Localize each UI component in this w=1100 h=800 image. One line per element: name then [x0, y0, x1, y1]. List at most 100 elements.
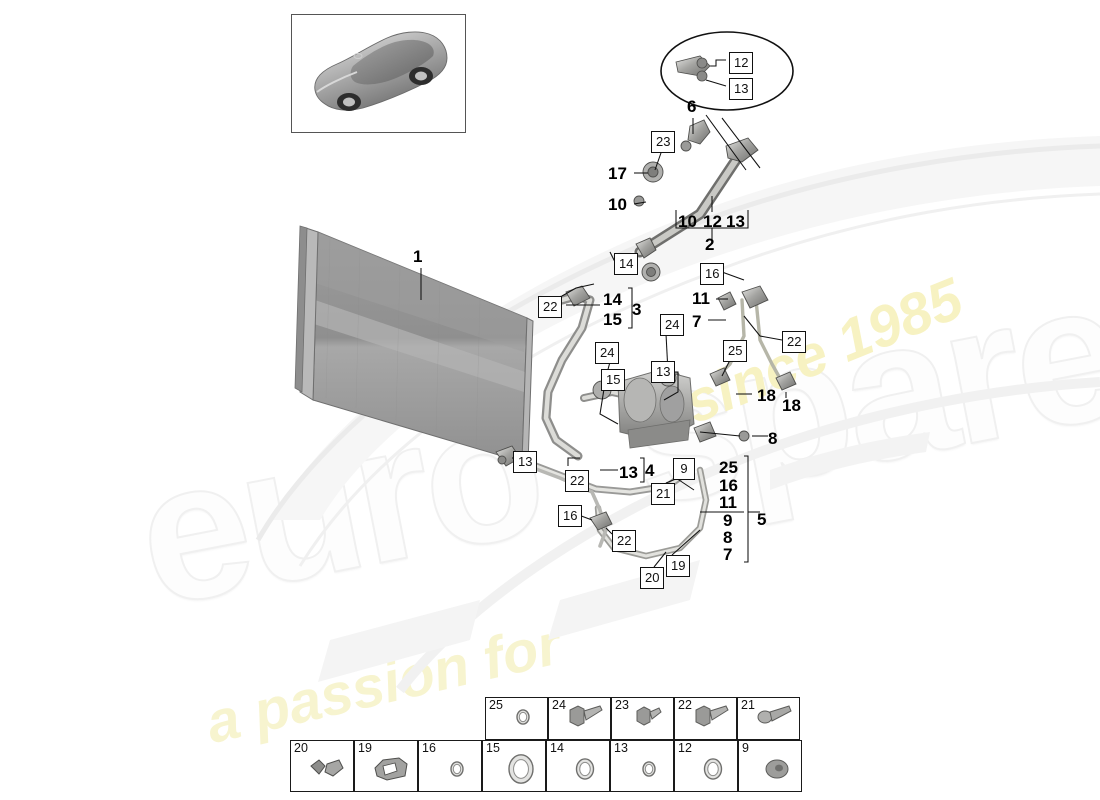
- legend-cell-13: 13: [610, 740, 674, 792]
- detail-ellipse: [660, 31, 794, 111]
- legend-cell-15: 15: [482, 740, 546, 792]
- grommet-icon: [765, 759, 789, 779]
- callout-number-10: 10: [608, 195, 627, 214]
- legend-number: 14: [550, 741, 564, 755]
- bubble-detail-part: [675, 55, 711, 82]
- o-ring-large-icon: [508, 754, 534, 784]
- callout-number-12: 12: [703, 212, 722, 231]
- legend-part-art: [625, 700, 669, 737]
- hex-bolt-short-icon: [636, 706, 662, 726]
- legend-cell-25: 25: [485, 697, 548, 740]
- boxed-callout-16: 16: [558, 505, 583, 527]
- callout-number-8: 8: [768, 429, 778, 448]
- legend-part-art: [369, 752, 413, 789]
- legend-number: 21: [741, 698, 755, 712]
- boxed-callout-19: 19: [666, 555, 691, 577]
- callout-number-1: 1: [413, 247, 423, 266]
- boxed-callout-22: 22: [538, 296, 563, 318]
- legend-part-art: [753, 752, 797, 789]
- vehicle-thumbnail-box: [291, 14, 466, 133]
- callout-number-6: 6: [687, 97, 697, 116]
- legend-part-art: [625, 752, 669, 789]
- legend-number: 23: [615, 698, 629, 712]
- boxed-callout-14: 14: [614, 253, 639, 275]
- boxed-callout-25: 25: [723, 340, 748, 362]
- legend-part-art: [751, 700, 795, 737]
- legend-cell-24: 24: [548, 697, 611, 740]
- legend-cell-21: 21: [737, 697, 800, 740]
- boxed-callout-21: 21: [651, 483, 676, 505]
- boxed-callout-13: 13: [513, 451, 538, 473]
- legend-cell-23: 23: [611, 697, 674, 740]
- boxed-callout-24: 24: [660, 314, 685, 336]
- hex-bolt-long-icon: [569, 705, 603, 727]
- legend-number: 20: [294, 741, 308, 755]
- callout-number-2: 2: [705, 235, 715, 254]
- boxed-callout-23: 23: [651, 131, 676, 153]
- vehicle-silhouette-icon: [314, 31, 448, 111]
- legend-part-art: [561, 752, 605, 789]
- legend-number: 19: [358, 741, 372, 755]
- o-ring-small-icon: [642, 761, 656, 777]
- legend-number: 13: [614, 741, 628, 755]
- callout-number-13: 13: [619, 463, 638, 482]
- o-ring-small-icon: [516, 709, 530, 725]
- callout-number-17: 17: [608, 164, 627, 183]
- legend-number: 22: [678, 698, 692, 712]
- legend-cell-20: 20: [290, 740, 354, 792]
- callout-number-25: 25: [719, 458, 738, 477]
- legend-number: 12: [678, 741, 692, 755]
- hex-bolt-long-icon: [695, 705, 729, 727]
- boxed-callout-12: 12: [729, 52, 754, 74]
- boxed-callout-15: 15: [601, 369, 626, 391]
- legend-cell-16: 16: [418, 740, 482, 792]
- o-ring-medium-icon: [575, 758, 595, 780]
- legend-part-art: [688, 700, 732, 737]
- boxed-callout-20: 20: [640, 567, 665, 589]
- callout-number-4: 4: [645, 461, 655, 480]
- o-ring-small-icon: [450, 761, 464, 777]
- legend-number: 9: [742, 741, 749, 755]
- legend-number: 24: [552, 698, 566, 712]
- legend-number: 25: [489, 698, 503, 712]
- boxed-callout-16: 16: [700, 263, 725, 285]
- legend-part-art: [305, 752, 349, 789]
- legend-number: 15: [486, 741, 500, 755]
- callout-number-16: 16: [719, 476, 738, 495]
- o-ring-medium-icon: [703, 758, 723, 780]
- leader-lines: [420, 59, 787, 568]
- legend-cell-14: 14: [546, 740, 610, 792]
- callout-number-3: 3: [632, 300, 642, 319]
- pan-head-screw-icon: [757, 705, 792, 724]
- callout-number-15: 15: [603, 310, 622, 329]
- legend-part-art: [433, 752, 477, 789]
- callout-number-14: 14: [603, 290, 622, 309]
- callout-number-11: 11: [692, 289, 710, 308]
- legend-number: 16: [422, 741, 436, 755]
- boxed-callout-22: 22: [565, 470, 590, 492]
- callout-number-10: 10: [678, 212, 697, 231]
- legend-cell-9: 9: [738, 740, 802, 792]
- boxed-callout-22: 22: [612, 530, 637, 552]
- callout-number-18: 18: [757, 386, 776, 405]
- boxed-callout-13: 13: [729, 78, 754, 100]
- compressor-unit: [617, 369, 695, 449]
- callout-number-9: 9: [723, 511, 733, 530]
- callout-number-8: 8: [723, 528, 733, 547]
- legend-part-art: [562, 700, 606, 737]
- callout-number-13: 13: [726, 212, 745, 231]
- legend-cell-22: 22: [674, 697, 737, 740]
- boxed-callout-13: 13: [651, 361, 676, 383]
- legend-cell-19: 19: [354, 740, 418, 792]
- boxed-callout-22: 22: [782, 331, 807, 353]
- bracket-clamp-icon: [374, 757, 408, 781]
- connector-clip-icon: [310, 759, 344, 777]
- legend-cell-12: 12: [674, 740, 738, 792]
- legend-part-art: [499, 700, 543, 737]
- callout-number-5: 5: [757, 510, 767, 529]
- callout-number-18: 18: [782, 396, 801, 415]
- callout-number-7: 7: [723, 545, 733, 564]
- boxed-callout-24: 24: [595, 342, 620, 364]
